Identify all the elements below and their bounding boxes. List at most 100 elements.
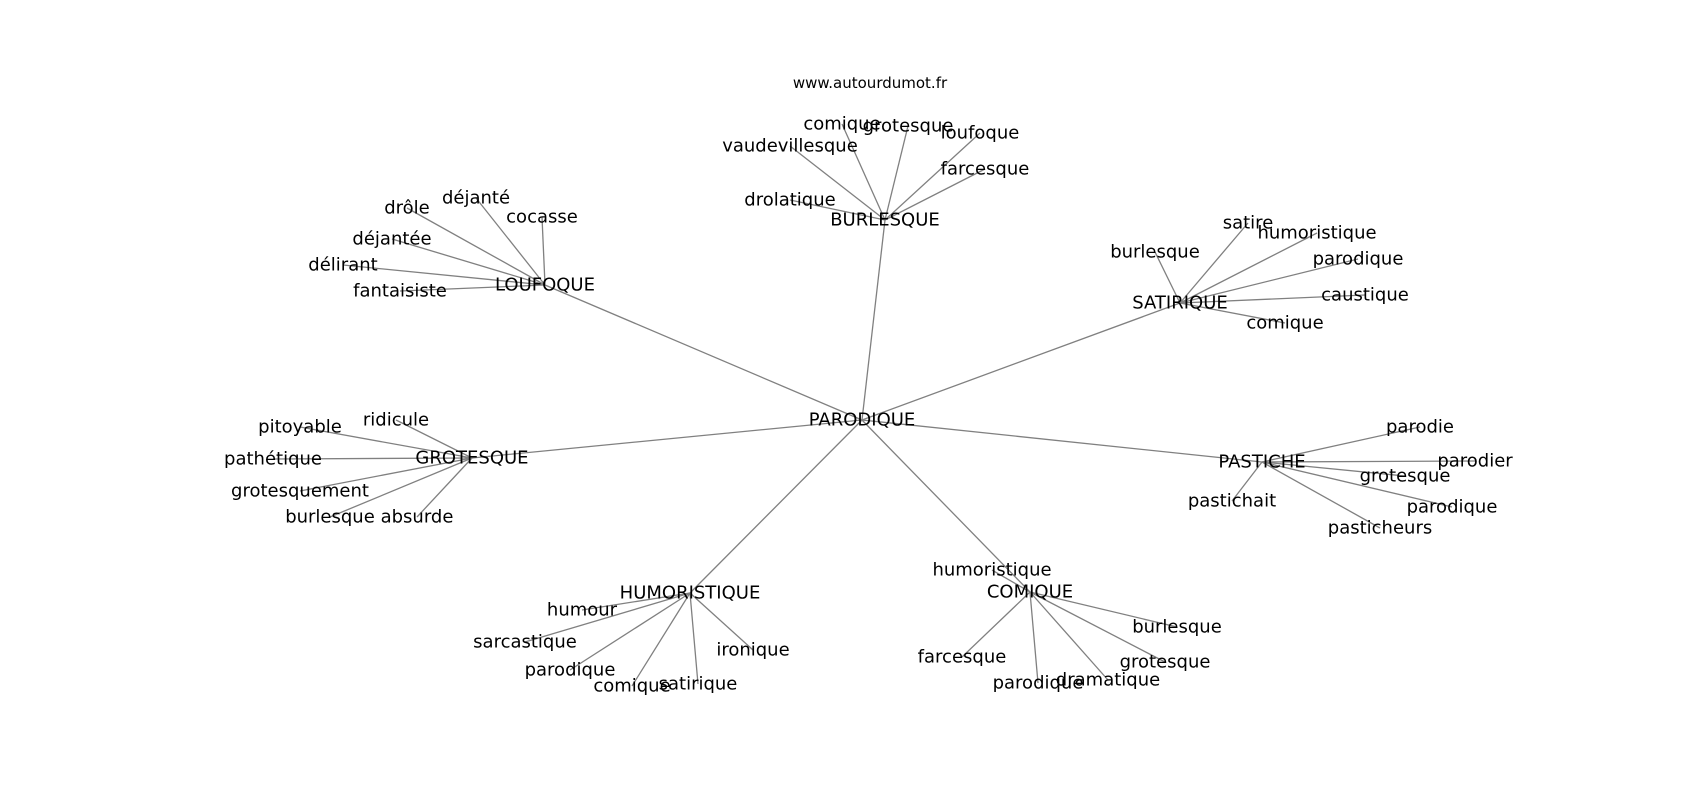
- node-hub-label: GROTESQUE: [415, 448, 528, 469]
- node-leaf-label: absurde: [381, 507, 454, 528]
- node-leaf-label: parodique: [1313, 249, 1404, 270]
- edge-hub-leaf: [329, 457, 473, 518]
- edge-hub-leaf: [1029, 591, 1178, 628]
- edge-hub-leaf: [884, 125, 909, 221]
- node-leaf-label: comique: [1246, 313, 1323, 334]
- node-leaf-label: caustique: [1321, 285, 1409, 306]
- node-leaf-label: farcesque: [941, 159, 1030, 180]
- edge-hub-leaf: [1261, 461, 1453, 508]
- edge-hub-leaf: [991, 569, 1031, 593]
- edge-hub-leaf: [841, 123, 886, 221]
- edge-hub-leaf: [789, 145, 886, 221]
- node-leaf-label: grotesquement: [231, 481, 369, 502]
- node-leaf-label: déjanté: [442, 188, 510, 209]
- node-leaf-label: pitoyable: [258, 417, 342, 438]
- node-leaf-label: ironique: [716, 640, 789, 661]
- node-hub-label: LOUFOQUE: [495, 275, 595, 296]
- edge-center-hub: [861, 419, 1263, 463]
- edge-hub-leaf: [631, 592, 691, 687]
- node-leaf-label: cocasse: [506, 207, 578, 228]
- edge-hub-leaf: [541, 216, 546, 286]
- node-leaf-label: délirant: [308, 255, 377, 276]
- edge-hub-leaf: [884, 132, 981, 221]
- node-leaf-label: humour: [547, 600, 618, 621]
- node-leaf-label: parodique: [1407, 497, 1498, 518]
- node-leaf-label: loufoque: [941, 123, 1020, 144]
- edge-hub-leaf: [1261, 460, 1476, 463]
- edges: [272, 123, 1476, 687]
- edge-hub-leaf: [1029, 591, 1109, 681]
- node-leaf-label: vaudevillesque: [722, 136, 858, 157]
- node-hub-label: SATIRIQUE: [1132, 293, 1228, 314]
- node-leaf-label: parodique: [525, 660, 616, 681]
- edge-hub-leaf: [884, 168, 986, 221]
- node-leaf-label: comique: [803, 114, 880, 135]
- node-leaf-label: burlesque: [285, 507, 375, 528]
- edge-center-hub: [689, 419, 863, 594]
- node-leaf-label: parodier: [1437, 451, 1513, 472]
- node-leaf-label: drolatique: [744, 190, 835, 211]
- edge-center-hub: [471, 419, 863, 459]
- edge-hub-leaf: [1261, 426, 1421, 463]
- edge-hub-leaf: [272, 457, 473, 460]
- node-hub-label: COMIQUE: [987, 582, 1073, 603]
- node-leaf-label: comique: [593, 676, 670, 697]
- node-leaf-label: pasticheurs: [1328, 518, 1432, 539]
- edge-hub-leaf: [524, 592, 691, 643]
- node-leaf-label: burlesque: [1110, 242, 1200, 263]
- edge-hub-leaf: [1261, 461, 1406, 477]
- edge-hub-leaf: [1179, 222, 1249, 304]
- edge-hub-leaf: [1179, 232, 1318, 304]
- edge-hub-leaf: [299, 426, 473, 459]
- edge-center-hub: [861, 419, 1031, 593]
- node-leaf-label: sarcastique: [473, 632, 577, 653]
- edge-hub-leaf: [1179, 258, 1359, 304]
- edge-hub-leaf: [342, 264, 546, 286]
- node-leaf-label: fantaisiste: [353, 281, 447, 302]
- node-leaf-label: burlesque: [1132, 617, 1222, 638]
- node-leaf-label: ridicule: [363, 410, 429, 431]
- edge-hub-leaf: [475, 197, 546, 286]
- site-url: www.autourdumot.fr: [793, 74, 948, 92]
- node-hub-label: PASTICHE: [1218, 452, 1305, 473]
- edge-hub-leaf: [961, 591, 1031, 658]
- node-leaf-label: drôle: [384, 198, 430, 219]
- node-leaf-label: parodie: [1386, 417, 1454, 438]
- edge-hub-leaf: [689, 592, 754, 651]
- edge-hub-leaf: [581, 592, 691, 611]
- edge-hub-leaf: [1261, 461, 1381, 529]
- edge-hub-leaf: [299, 457, 473, 492]
- node-leaf-label: pathétique: [224, 449, 322, 470]
- edge-center-hub: [861, 302, 1181, 421]
- edge-hub-leaf: [395, 419, 473, 459]
- node-hub-label: BURLESQUE: [830, 210, 940, 231]
- node-leaf-label: dramatique: [1056, 670, 1160, 691]
- edge-hub-leaf: [1154, 251, 1181, 304]
- edge-center-hub: [861, 219, 886, 421]
- node-labels: PARODIQUEBURLESQUEvaudevillesquecomiqueg…: [224, 114, 1513, 697]
- node-leaf-label: grotesque: [1360, 466, 1451, 487]
- node-leaf-label: pastichait: [1188, 491, 1276, 512]
- edge-hub-leaf: [406, 207, 546, 286]
- node-center-label: PARODIQUE: [809, 410, 916, 431]
- edge-hub-leaf: [789, 199, 886, 221]
- edge-hub-leaf: [689, 592, 699, 685]
- node-leaf-label: déjantée: [352, 229, 431, 250]
- edge-hub-leaf: [399, 284, 546, 292]
- edge-hub-leaf: [1179, 294, 1366, 304]
- node-leaf-label: satire: [1223, 213, 1274, 234]
- edge-center-hub: [544, 284, 863, 421]
- edge-hub-leaf: [391, 238, 546, 286]
- node-leaf-label: parodique: [993, 673, 1084, 694]
- node-hub-label: HUMORISTIQUE: [620, 583, 761, 604]
- node-leaf-label: satirique: [659, 674, 738, 695]
- node-leaf-label: humoristique: [932, 560, 1051, 581]
- node-leaf-label: grotesque: [1120, 652, 1211, 673]
- edge-hub-leaf: [569, 592, 691, 671]
- edge-hub-leaf: [416, 457, 473, 518]
- node-leaf-label: grotesque: [863, 116, 954, 137]
- node-leaf-label: farcesque: [918, 647, 1007, 668]
- edge-hub-leaf: [1029, 591, 1039, 684]
- edge-hub-leaf: [1231, 461, 1263, 502]
